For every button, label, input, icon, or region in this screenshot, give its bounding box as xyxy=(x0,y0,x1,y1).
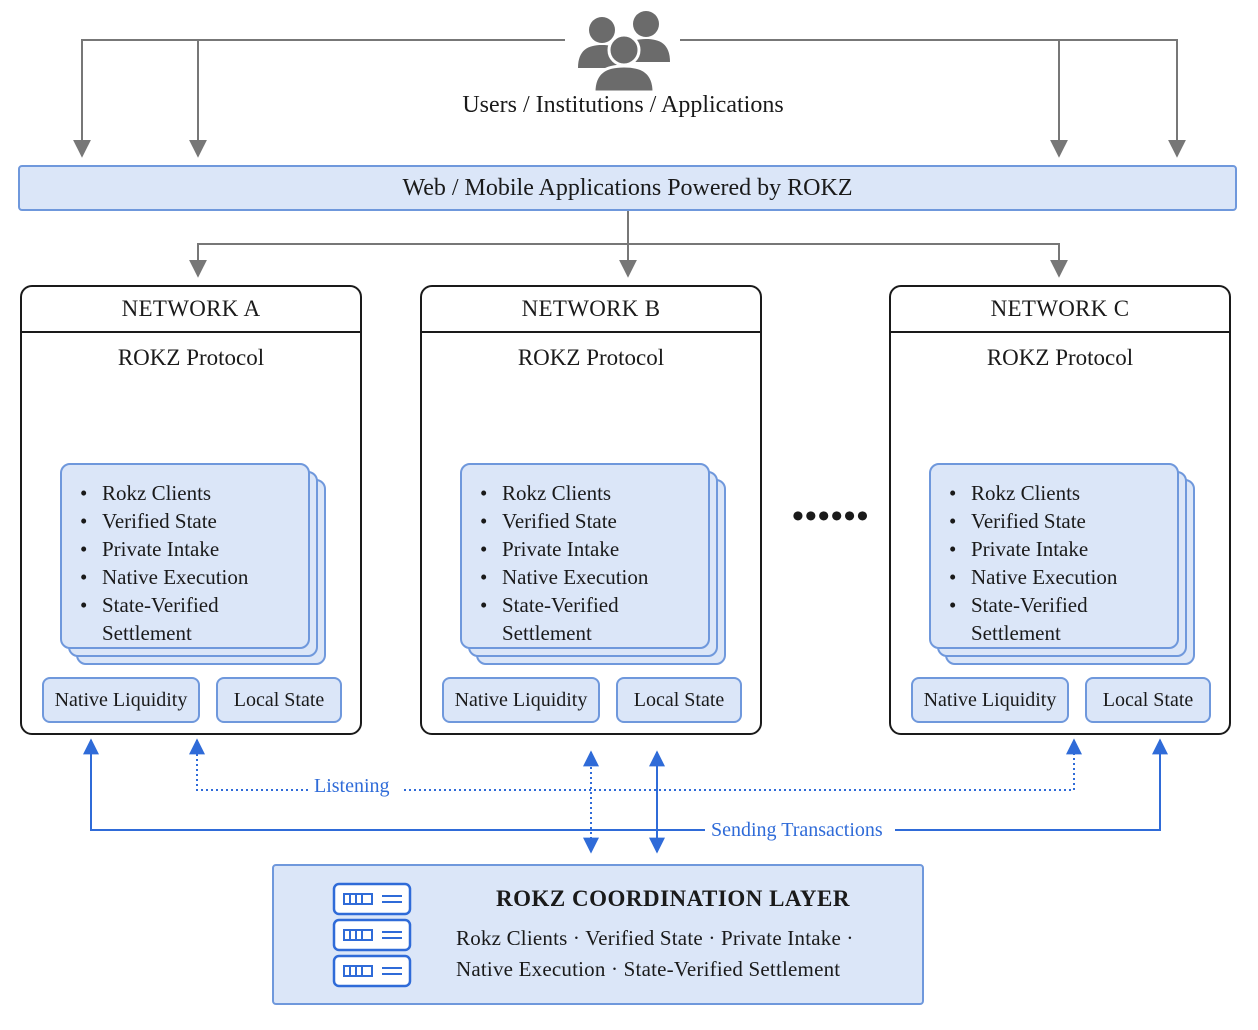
feature-list: Rokz Clients Verified State Private Inta… xyxy=(931,465,1177,647)
feature-card-stack: Rokz Clients Verified State Private Inta… xyxy=(460,463,728,667)
protocol-label: ROKZ Protocol xyxy=(117,345,265,370)
feature-item: Private Intake xyxy=(949,535,1177,563)
network-title: NETWORK B xyxy=(422,287,760,333)
network-c-panel: NETWORK C ROKZ Protocol Rokz Clients Ver… xyxy=(889,285,1231,735)
users-label: Users / Institutions / Applications xyxy=(462,92,784,118)
feature-item: State-Verified Settlement xyxy=(80,591,308,647)
network-title: NETWORK C xyxy=(891,287,1229,333)
native-liquidity-box: Native Liquidity xyxy=(42,677,200,723)
feature-item: Private Intake xyxy=(480,535,708,563)
network-a-panel: NETWORK A ROKZ Protocol Rokz Clients Ver… xyxy=(20,285,362,735)
network-title: NETWORK A xyxy=(22,287,360,333)
feature-card: Rokz Clients Verified State Private Inta… xyxy=(460,463,710,649)
app-layer-bar: Web / Mobile Applications Powered by ROK… xyxy=(18,165,1237,211)
local-state-box: Local State xyxy=(616,677,742,723)
feature-list: Rokz Clients Verified State Private Inta… xyxy=(62,465,308,647)
feature-item: Rokz Clients xyxy=(80,479,308,507)
network-b-panel: NETWORK B ROKZ Protocol Rokz Clients Ver… xyxy=(420,285,762,735)
native-liquidity-box: Native Liquidity xyxy=(442,677,600,723)
feature-card: Rokz Clients Verified State Private Inta… xyxy=(929,463,1179,649)
coordination-features-line-1: Rokz Clients · Verified State · Private … xyxy=(456,926,854,950)
protocol-label: ROKZ Protocol xyxy=(517,345,665,370)
feature-item: Rokz Clients xyxy=(480,479,708,507)
users-group-icon xyxy=(572,6,676,97)
coordination-title: ROKZ COORDINATION LAYER xyxy=(496,886,850,911)
listening-connectors xyxy=(189,738,1082,854)
local-state-box: Local State xyxy=(1085,677,1211,723)
feature-item: Verified State xyxy=(949,507,1177,535)
feature-item: Native Execution xyxy=(480,563,708,591)
protocol-label: ROKZ Protocol xyxy=(986,345,1134,370)
native-liquidity-box: Native Liquidity xyxy=(911,677,1069,723)
coordination-features-line-2: Native Execution · State-Verified Settle… xyxy=(456,957,841,981)
local-state-box: Local State xyxy=(216,677,342,723)
feature-list: Rokz Clients Verified State Private Inta… xyxy=(462,465,708,647)
apps-to-networks-arrows xyxy=(189,211,1068,278)
feature-item: Native Execution xyxy=(949,563,1177,591)
feature-item: Verified State xyxy=(80,507,308,535)
more-networks-ellipsis: •••••• xyxy=(792,498,870,535)
sending-transactions-label: Sending Transactions xyxy=(707,819,887,842)
feature-card-stack: Rokz Clients Verified State Private Inta… xyxy=(60,463,328,667)
feature-card-stack: Rokz Clients Verified State Private Inta… xyxy=(929,463,1197,667)
sending-transactions-connectors xyxy=(83,738,1168,854)
feature-card: Rokz Clients Verified State Private Inta… xyxy=(60,463,310,649)
feature-item: Native Execution xyxy=(80,563,308,591)
coordination-layer-box: ROKZ COORDINATION LAYER Rokz Clients · V… xyxy=(272,864,924,1005)
users-to-apps-arrows xyxy=(73,39,1186,158)
feature-item: Rokz Clients xyxy=(949,479,1177,507)
feature-item: Private Intake xyxy=(80,535,308,563)
listening-label: Listening xyxy=(310,775,394,798)
app-layer-label: Web / Mobile Applications Powered by ROK… xyxy=(402,174,853,201)
feature-item: Verified State xyxy=(480,507,708,535)
feature-item: State-Verified Settlement xyxy=(949,591,1177,647)
server-stack-icon xyxy=(332,882,412,995)
feature-item: State-Verified Settlement xyxy=(480,591,708,647)
